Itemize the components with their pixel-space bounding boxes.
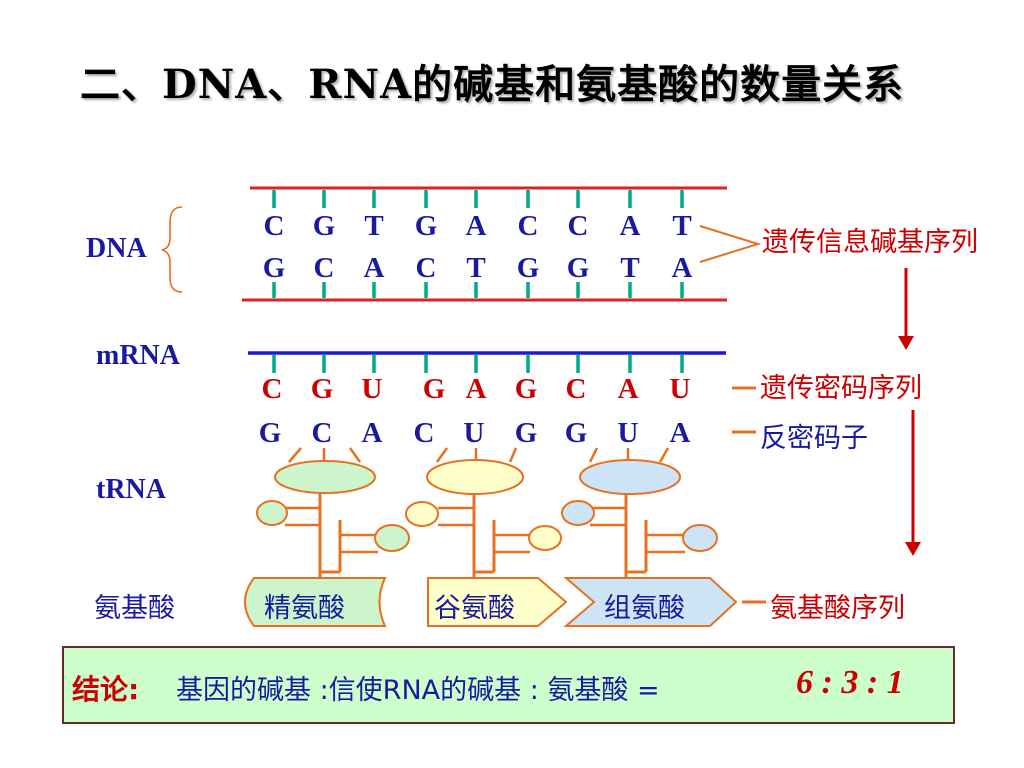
dna-bottom-base: A [671,252,693,284]
dna-top-base: T [364,210,384,242]
dna-ticks [272,190,684,298]
amino-acid-shape-1 [244,577,387,627]
page-title: 二、DNA、RNA的碱基和氨基酸的数量关系 [80,61,905,108]
dna-bottom-base: G [566,252,590,284]
mrna-base: C [261,373,283,405]
conclusion-text: 基因的碱基 :信使RNA的碱基 : 氨基酸 = [176,675,660,706]
trna-base: U [463,417,485,449]
dna-bottom-base: T [466,252,486,284]
trna-base: C [413,417,435,449]
dna-top-base: C [567,210,589,242]
trna-2 [405,447,562,595]
amino-acid-label: 氨基酸 [94,593,175,624]
trna-1 [256,447,410,595]
dna-top-base: A [465,210,487,242]
mrna-base: U [361,373,383,405]
mrna-base: A [617,373,639,405]
trna-base: G [514,417,538,449]
aa-seq-label: 氨基酸序列 [770,593,905,624]
amino-acid-name: 谷氨酸 [434,593,515,624]
dna-top-base: C [263,210,285,242]
dna-brace [161,206,183,293]
amino-acid-shape-3 [563,577,738,627]
amino-acid-name: 精氨酸 [264,593,345,624]
trna-base: G [258,417,282,449]
anticodon-label: 反密码子 [760,423,868,454]
dna-top-base: T [672,210,692,242]
trna-label: tRNA [96,474,166,505]
dna-bottom-base: G [262,252,286,284]
dna-label: DNA [86,233,147,264]
conclusion-box [62,646,955,724]
trna-3 [561,447,718,595]
amino-acid-name: 组氨酸 [604,593,685,624]
mrna-ticks [272,355,684,373]
dna-bottom-base: C [415,252,437,284]
mrna-base: G [310,373,334,405]
dna-bottom-base: G [516,252,540,284]
mrna-base: U [669,373,691,405]
dna-top-base: A [619,210,641,242]
dna-top-base: C [517,210,539,242]
mrna-base: A [465,373,487,405]
amino-acid-shape-2 [427,577,568,627]
conclusion-ratio: 6 : 3 : 1 [796,664,904,701]
trna-base: U [617,417,639,449]
mrna-base: G [422,373,446,405]
dna-top-base: G [414,210,438,242]
genetic-info-pointer [699,225,762,263]
codon-seq-label: 遗传密码序列 [760,373,922,404]
arrow-down-icon [905,542,921,556]
conclusion-label: 结论: [72,673,140,706]
mrna-base: C [565,373,587,405]
dna-bottom-base: C [313,252,335,284]
dna-top-base: G [312,210,336,242]
trna-base: A [669,417,691,449]
mrna-label: mRNA [96,340,180,371]
genetic-info-label: 遗传信息碱基序列 [762,227,978,258]
dna-bottom-base: A [363,252,385,284]
arrow-down-icon [898,336,914,350]
mrna-base: G [514,373,538,405]
trna-base: A [361,417,383,449]
dna-bottom-base: T [620,252,640,284]
trna-base: G [564,417,588,449]
trna-base: C [311,417,333,449]
